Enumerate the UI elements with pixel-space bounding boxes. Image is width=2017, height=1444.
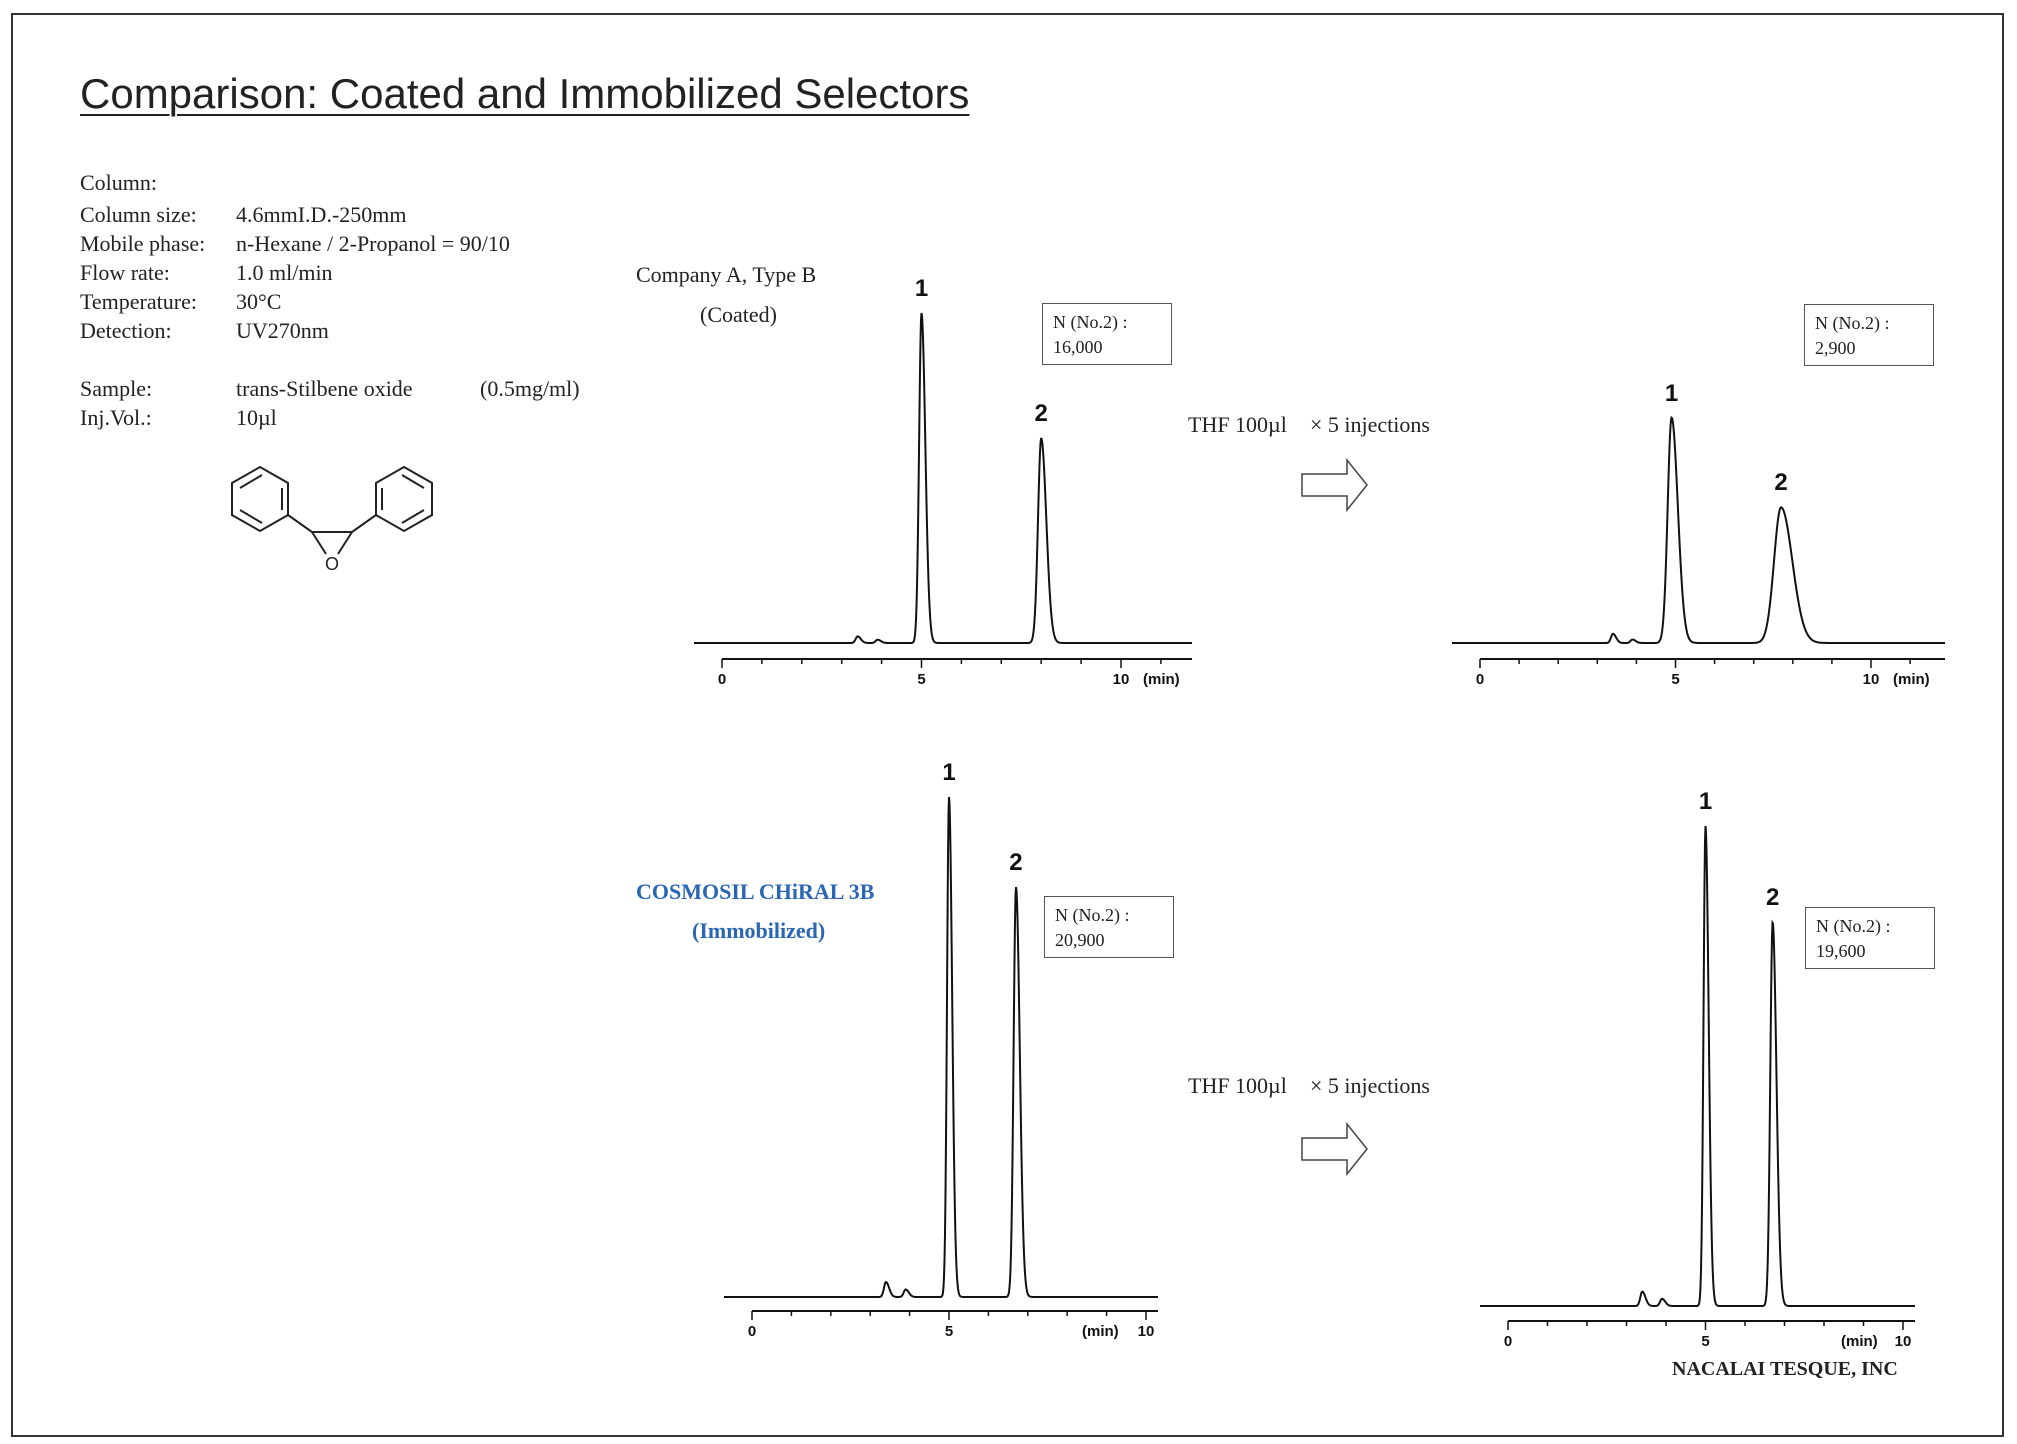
page-title: Comparison: Coated and Immobilized Selec…: [80, 70, 970, 117]
x-tick-label: 5: [1701, 1333, 1709, 1350]
plate-number-value: 2,900: [1815, 338, 1856, 358]
peak-number-label: 1: [1664, 379, 1679, 407]
condition-value: n-Hexane / 2-Propanol = 90/10: [236, 231, 510, 256]
treatment-volume: THF 100µl: [1188, 412, 1287, 437]
coated-column-type: (Coated): [700, 302, 777, 327]
injvol-value: 10µl: [236, 405, 277, 430]
peak-number-label: 2: [1009, 849, 1023, 876]
sample-concentration: (0.5mg/ml): [480, 376, 580, 401]
peak-number-label: 2: [1774, 469, 1788, 497]
chromatogram-trace: [694, 312, 1192, 644]
peak-number-label: 1: [942, 759, 956, 786]
condition-label: Flow rate:: [80, 260, 170, 285]
x-axis-unit-label: (min): [1893, 671, 1930, 688]
x-tick-label: 5: [1671, 671, 1679, 688]
x-tick-label: 0: [1476, 671, 1484, 688]
plate-number-label: N (No.2) :: [1816, 916, 1891, 936]
plate-number-value: 20,900: [1055, 930, 1105, 950]
chromatogram-trace: [1480, 825, 1915, 1307]
plate-number-box: N (No.2) : 16,000: [1042, 303, 1172, 365]
x-tick-label: 10: [1895, 1333, 1912, 1350]
coated-column-name: Company A, Type B: [636, 262, 817, 287]
condition-value: 4.6mmI.D.-250mm: [236, 202, 407, 227]
figure-frame: [11, 13, 2004, 1437]
treatment-injections: × 5 injections: [1310, 1073, 1430, 1098]
plate-number-label: N (No.2) :: [1815, 313, 1890, 333]
x-axis-unit-label: (min): [1082, 1323, 1119, 1340]
x-axis-unit-label: (min): [1841, 1333, 1878, 1350]
chromatogram-3: 0 5 10 (min): [724, 796, 1158, 1340]
footer-company: NACALAI TESQUE, INC: [1672, 1358, 1898, 1380]
plate-number-value: 19,600: [1816, 941, 1866, 961]
condition-label: Mobile phase:: [80, 231, 206, 256]
condition-value: UV270nm: [236, 318, 329, 343]
x-tick-label: 0: [718, 671, 726, 688]
peak-number-label: 2: [1034, 400, 1048, 428]
chromatogram-4: 0 5 10 (min): [1480, 825, 1915, 1350]
plate-number-label: N (No.2) :: [1053, 312, 1128, 332]
condition-label: Column:: [80, 170, 158, 195]
peak-number-label: 1: [1698, 788, 1713, 815]
x-tick-label: 10: [1863, 671, 1880, 688]
treatment-volume: THF 100µl: [1188, 1073, 1287, 1098]
plate-number-value: 16,000: [1053, 337, 1103, 357]
injvol-label: Inj.Vol.:: [80, 405, 152, 430]
x-tick-label: 10: [1138, 1323, 1155, 1340]
sample-label: Sample:: [80, 376, 153, 401]
chromatogram-2: 0 5 10 (min): [1452, 415, 1945, 688]
chromatogram-trace: [724, 796, 1158, 1298]
x-tick-label: 0: [748, 1323, 756, 1340]
condition-value: 1.0 ml/min: [236, 260, 333, 285]
condition-label: Detection:: [80, 318, 172, 343]
peak-number-label: 2: [1765, 884, 1780, 911]
plate-number-box: N (No.2) : 19,600: [1805, 907, 1935, 969]
x-tick-label: 10: [1113, 671, 1130, 688]
treatment-injections: × 5 injections: [1310, 412, 1430, 437]
x-axis-unit-label: (min): [1143, 671, 1180, 688]
chromatogram-1: 0 5 10 (min): [694, 312, 1192, 688]
plate-number-box: N (No.2) : 2,900: [1804, 304, 1934, 366]
chromatogram-trace: [1452, 415, 1945, 644]
x-tick-label: 0: [1504, 1333, 1512, 1350]
immobilized-column-type: (Immobilized): [692, 918, 826, 943]
peak-number-label: 1: [914, 275, 929, 302]
condition-label: Temperature:: [80, 289, 197, 314]
condition-label: Column size:: [80, 202, 197, 227]
x-tick-label: 5: [945, 1323, 953, 1340]
x-tick-label: 5: [917, 671, 925, 688]
immobilized-column-name: COSMOSIL CHiRAL 3B: [636, 879, 875, 904]
condition-value: 30°C: [236, 289, 282, 314]
plate-number-label: N (No.2) :: [1055, 905, 1130, 925]
plate-number-box: N (No.2) : 20,900: [1044, 896, 1174, 958]
sample-value: trans-Stilbene oxide: [236, 376, 413, 401]
